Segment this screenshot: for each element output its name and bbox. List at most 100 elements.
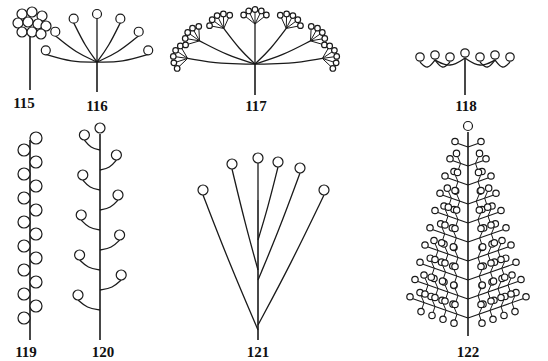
stem-line — [456, 258, 458, 264]
flower-circle — [27, 7, 37, 17]
flower-circle — [452, 301, 458, 307]
flower-circle — [477, 188, 483, 194]
stem-line — [29, 140, 31, 340]
flower-circle — [478, 225, 484, 231]
stem-line — [468, 213, 498, 224]
figure-number: 116 — [86, 99, 108, 114]
figure-number: 117 — [245, 99, 267, 114]
stem-line — [455, 314, 457, 320]
stem-line — [96, 18, 97, 62]
flower-circle — [18, 240, 30, 252]
stem-line — [476, 163, 478, 169]
stem-line — [83, 180, 100, 190]
stem-line — [258, 167, 278, 240]
flower-circle — [417, 259, 423, 265]
flower-circle — [322, 42, 328, 48]
flower-circle — [241, 12, 247, 18]
stem-line — [476, 156, 479, 163]
flower-circle — [488, 298, 494, 304]
flower-circle — [421, 272, 427, 278]
flower-circle — [18, 288, 30, 300]
flower-circle — [523, 294, 529, 300]
flower-circle — [290, 13, 296, 19]
flower-circle — [490, 278, 496, 284]
stem-line — [436, 251, 438, 257]
flower-circle — [508, 242, 514, 248]
stem-line — [498, 251, 500, 257]
stem-line — [491, 272, 493, 278]
flower-circle — [178, 43, 184, 49]
flower-circle — [479, 320, 485, 326]
stem-line — [446, 216, 448, 222]
flower-circle — [259, 8, 265, 14]
flower-circle — [190, 25, 196, 31]
flower-circle — [252, 7, 258, 13]
stem-line — [456, 182, 458, 188]
stem-line — [501, 306, 503, 312]
flower-circle — [446, 53, 454, 61]
flower-circle — [115, 230, 125, 240]
flower-circle — [198, 185, 208, 195]
stem-line — [100, 280, 121, 290]
stem-line — [444, 310, 446, 316]
stem-line — [254, 64, 256, 95]
flower-circle — [30, 276, 42, 288]
stem-line — [468, 195, 493, 204]
stem-line — [258, 195, 324, 325]
flower-circle — [407, 294, 413, 300]
flower-circle — [227, 159, 237, 169]
stem-line — [485, 191, 488, 198]
stem-line — [446, 292, 448, 298]
flower-circle — [327, 43, 333, 49]
stem-line — [512, 303, 514, 309]
stem-line — [218, 18, 224, 29]
stem-line — [426, 285, 428, 291]
stem-line — [480, 238, 482, 244]
flower-circle — [76, 210, 86, 220]
stem-line — [255, 41, 310, 64]
flower-circle — [432, 294, 438, 300]
flower-circle — [452, 187, 458, 193]
stem-line — [80, 260, 100, 270]
flower-circle — [498, 294, 504, 300]
flower-circle — [478, 263, 484, 269]
stem-line — [322, 57, 334, 59]
flower-circle — [484, 204, 490, 210]
flower-circle — [315, 25, 321, 31]
flower-circle — [506, 53, 514, 61]
flower-circle — [30, 156, 42, 168]
flower-circle — [479, 282, 485, 288]
flower-circle — [18, 168, 30, 180]
flower-circle — [428, 274, 434, 280]
stem-line — [485, 198, 487, 204]
stem-line — [97, 36, 139, 62]
flower-circle — [36, 29, 46, 39]
flower-circle — [491, 51, 499, 59]
flower-circle — [173, 48, 179, 54]
figure-number: 115 — [13, 96, 35, 111]
stem-line — [422, 303, 424, 309]
flower-circle — [30, 252, 42, 264]
stem-line — [449, 198, 451, 204]
stem-line — [286, 26, 298, 28]
stem-line — [478, 220, 480, 226]
flower-circle — [277, 12, 283, 18]
flower-circle — [439, 278, 445, 284]
stem-line — [224, 18, 229, 29]
flower-circle — [93, 10, 102, 19]
stem-line — [498, 282, 501, 289]
flower-circle — [488, 222, 494, 228]
flower-circle — [78, 170, 88, 180]
flower-circle — [476, 150, 482, 156]
flower-circle — [116, 14, 125, 23]
flower-circle — [416, 53, 424, 61]
flower-circle — [330, 66, 336, 72]
flower-circle — [18, 144, 30, 156]
stem-line — [55, 36, 97, 62]
flower-circle — [444, 185, 450, 191]
stem-line — [454, 238, 456, 244]
stem-line — [84, 140, 100, 150]
flower-circle — [111, 150, 121, 160]
stem-line — [435, 282, 438, 289]
